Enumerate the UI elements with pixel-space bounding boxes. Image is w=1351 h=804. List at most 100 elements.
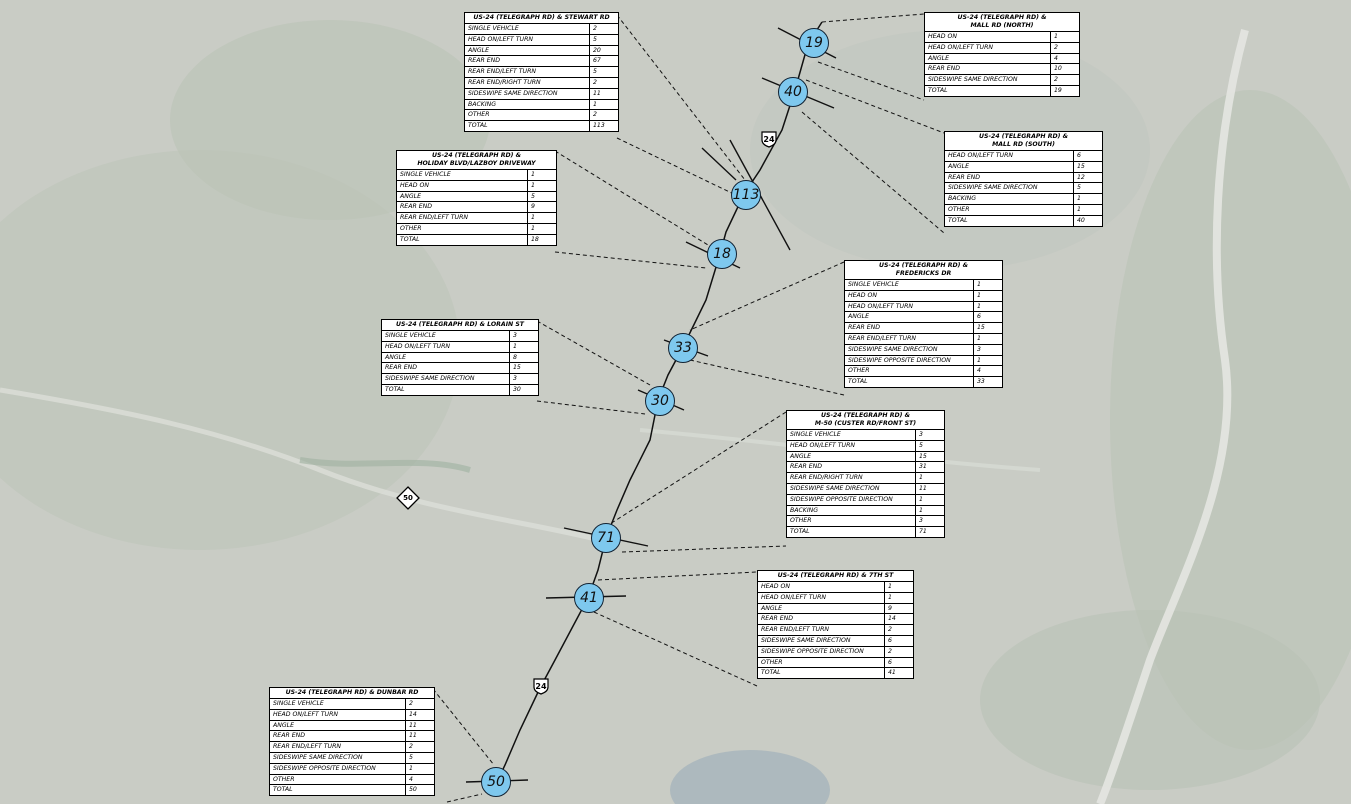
- crash-type: SIDESWIPE OPPOSITE DIRECTION: [845, 355, 974, 367]
- crash-count: 2: [589, 24, 618, 35]
- crash-type: REAR END: [270, 730, 406, 743]
- crash-count: 1: [405, 763, 434, 775]
- crash-count: 15: [915, 451, 944, 463]
- crash-count: 2: [405, 741, 434, 753]
- crash-count: 1: [527, 223, 556, 235]
- crash-row: TOTAL 40: [945, 215, 1102, 226]
- crash-type: HEAD ON/LEFT TURN: [845, 301, 974, 313]
- crash-type: TOTAL: [761, 669, 781, 677]
- crash-type: HEAD ON/LEFT TURN: [382, 341, 510, 353]
- crash-table-mall-south: US-24 (TELEGRAPH RD) &MALL RD (SOUTH)HEA…: [944, 131, 1103, 227]
- crash-count: 1: [589, 99, 618, 111]
- crash-count: 14: [405, 709, 434, 721]
- state-route-diamond-icon: 50: [396, 486, 420, 510]
- crash-type: ANGLE: [787, 451, 916, 463]
- title-line: US-24 (TELEGRAPH RD) & STEWART RD: [473, 14, 610, 21]
- crash-type: REAR END: [845, 322, 974, 334]
- crash-count: 3: [973, 344, 1002, 356]
- crash-type: ANGLE: [945, 161, 1074, 173]
- crash-type: REAR END: [382, 362, 510, 375]
- crash-count: 1: [973, 301, 1002, 313]
- title-line: US-24 (TELEGRAPH RD) & 7TH ST: [777, 572, 894, 579]
- crash-count: 40: [1073, 215, 1102, 226]
- title-line: US-24 (TELEGRAPH RD) &: [878, 262, 969, 269]
- crash-count: 3: [915, 515, 944, 528]
- crash-count: 11: [405, 730, 434, 743]
- intersection-marker-mall-south[interactable]: 40: [778, 77, 808, 107]
- crash-type: HEAD ON/LEFT TURN: [945, 151, 1074, 162]
- crash-count: 11: [589, 88, 618, 100]
- crash-type: TOTAL: [948, 216, 968, 224]
- title-line: US-24 (TELEGRAPH RD) &: [978, 133, 1069, 140]
- crash-count: 113: [589, 120, 618, 131]
- crash-type: ANGLE: [465, 45, 590, 57]
- intersection-marker-dunbar[interactable]: 50: [481, 767, 511, 797]
- crash-count: 1: [915, 494, 944, 506]
- intersection-marker-stewart[interactable]: 113: [731, 180, 761, 210]
- intersection-marker-mall-north[interactable]: 19: [799, 28, 829, 58]
- crash-type: HEAD ON: [925, 32, 1051, 43]
- us-route-shield-icon: 24: [532, 677, 550, 695]
- crash-count: 1: [884, 582, 913, 593]
- crash-type: ANGLE: [845, 311, 974, 324]
- crash-table-title: US-24 (TELEGRAPH RD) &MALL RD (NORTH): [925, 13, 1079, 32]
- crash-count: 6: [973, 311, 1002, 324]
- crash-count: 1: [1073, 204, 1102, 216]
- intersection-marker-seventh[interactable]: 41: [574, 583, 604, 613]
- crash-type: REAR END/RIGHT TURN: [465, 77, 590, 89]
- crash-table-title: US-24 (TELEGRAPH RD) &HOLIDAY BLVD/LAZBO…: [397, 151, 556, 170]
- crash-count: 67: [589, 55, 618, 68]
- intersection-marker-holiday[interactable]: 18: [707, 239, 737, 269]
- crash-type: ANGLE: [270, 720, 406, 732]
- crash-count: 1: [915, 472, 944, 484]
- crash-type: OTHER: [270, 774, 406, 786]
- crash-type: BACKING: [945, 193, 1074, 205]
- title-line: US-24 (TELEGRAPH RD) &: [957, 14, 1047, 21]
- intersection-marker-fredericks[interactable]: 33: [668, 333, 698, 363]
- crash-type: HEAD ON/LEFT TURN: [925, 42, 1051, 54]
- crash-type: TOTAL: [790, 528, 810, 536]
- intersection-marker-lorain[interactable]: 30: [645, 386, 675, 416]
- crash-type: SINGLE VEHICLE: [845, 280, 974, 291]
- shield-label: 24: [763, 134, 775, 144]
- crash-type: SIDESWIPE SAME DIRECTION: [945, 182, 1074, 195]
- crash-table-title: US-24 (TELEGRAPH RD) & STEWART RD: [465, 13, 618, 24]
- crash-count: 30: [509, 384, 538, 395]
- intersection-marker-m50[interactable]: 71: [591, 523, 621, 553]
- crash-count: 14: [884, 613, 913, 626]
- crash-count: 15: [1073, 161, 1102, 173]
- crash-count: 11: [915, 483, 944, 495]
- crash-type: TOTAL: [468, 122, 488, 130]
- crash-table-title: US-24 (TELEGRAPH RD) &M-50 (CUSTER RD/FR…: [787, 411, 944, 430]
